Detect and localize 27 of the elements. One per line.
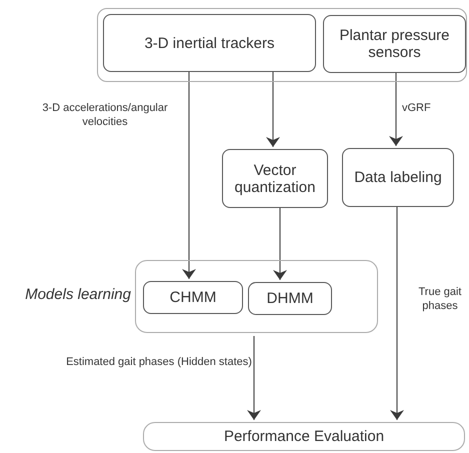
edge-label: 3-D accelerations/angular velocities [41, 101, 169, 129]
node-text: 3-D inertial trackers [143, 34, 276, 52]
arrow [273, 208, 287, 280]
process-box [143, 422, 465, 451]
node-text: DHMM [266, 290, 314, 307]
process-box [248, 282, 332, 315]
group-box [135, 260, 378, 333]
node-text: Plantar pressure sensors [338, 27, 451, 61]
node-text: Performance Evaluation [222, 428, 386, 445]
node-text: Vector quantization [234, 162, 316, 196]
arrow [390, 206, 404, 420]
group-box [97, 8, 467, 82]
process-box [222, 149, 328, 208]
edge-label: Estimated gait phases (Hidden states) [66, 355, 252, 369]
process-box [342, 148, 454, 207]
process-box [143, 281, 243, 314]
group-label: Models learning [25, 285, 131, 305]
arrow [389, 72, 403, 146]
node-text: CHMM [168, 289, 218, 306]
process-box [103, 14, 316, 72]
arrow [247, 336, 261, 420]
edge-label: True gait phases [417, 285, 462, 313]
node-text: Data labeling [353, 169, 443, 186]
edge-label: vGRF [402, 101, 432, 115]
arrow [266, 72, 280, 148]
process-box [323, 15, 466, 73]
arrow [182, 72, 196, 280]
